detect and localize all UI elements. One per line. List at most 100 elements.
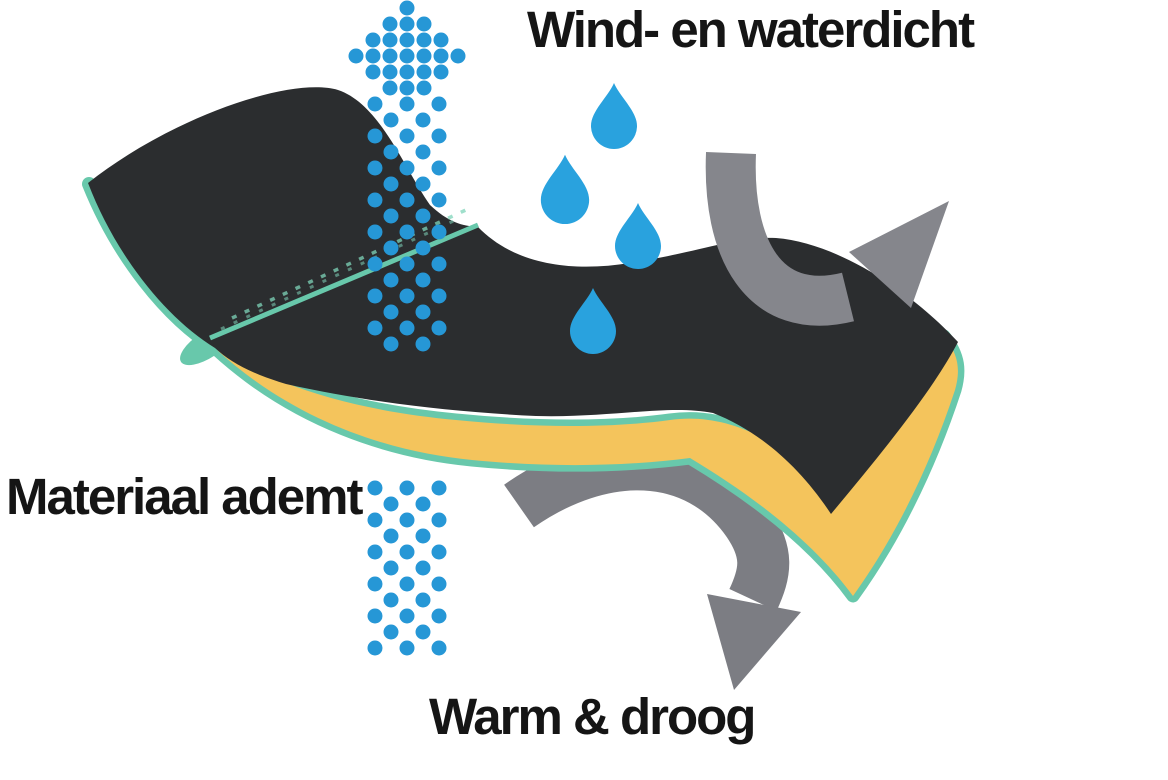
breath-dot: [383, 336, 399, 352]
label-windproof: Wind- en waterdicht: [527, 1, 975, 58]
breath-dot: [431, 256, 447, 272]
stitch-line-1: [231, 207, 469, 320]
warmth-arrow-head: [707, 594, 801, 690]
breath-dot: [399, 512, 415, 528]
breath-dot: [416, 64, 432, 80]
breath-dot: [382, 80, 398, 96]
water-drops-icon: [540, 83, 661, 354]
breath-dot: [415, 272, 431, 288]
breath-dot: [415, 304, 431, 320]
breath-dot: [415, 496, 431, 512]
breath-dot: [367, 480, 383, 496]
breath-dot: [431, 224, 447, 240]
breath-dot: [399, 256, 415, 272]
breath-dot: [367, 96, 383, 112]
breath-dot: [383, 208, 399, 224]
breath-dot: [431, 160, 447, 176]
breath-dot: [367, 192, 383, 208]
breath-dot: [383, 304, 399, 320]
breath-dot: [415, 144, 431, 160]
breath-dot: [383, 240, 399, 256]
breath-dot: [416, 80, 432, 96]
breath-dot: [399, 80, 415, 96]
outer-fabric-layer: [88, 87, 958, 514]
breath-dot: [367, 512, 383, 528]
breath-dot: [415, 112, 431, 128]
breath-dot: [416, 16, 432, 32]
breath-dot: [399, 32, 415, 48]
breath-dot: [383, 560, 399, 576]
breath-dot: [399, 288, 415, 304]
breath-dot: [367, 256, 383, 272]
breath-dot: [433, 48, 449, 64]
breath-dot: [399, 224, 415, 240]
breath-dot: [367, 640, 383, 656]
breath-dot: [365, 48, 381, 64]
breath-dot: [382, 16, 398, 32]
breath-dot: [415, 528, 431, 544]
breath-dot: [415, 560, 431, 576]
breath-dot: [431, 288, 447, 304]
water-drop-icon: [591, 83, 637, 149]
breath-dot: [433, 64, 449, 80]
breath-dot: [431, 128, 447, 144]
breath-dot: [399, 0, 415, 16]
breath-dot: [415, 592, 431, 608]
warmth-arrow-icon: [504, 438, 801, 690]
breath-dot: [367, 320, 383, 336]
breath-dot: [383, 592, 399, 608]
breath-dot: [399, 480, 415, 496]
breath-dot: [367, 160, 383, 176]
breath-dots-lower-icon: [367, 480, 447, 656]
breath-dot: [383, 496, 399, 512]
breath-dot: [431, 96, 447, 112]
breath-dot: [383, 272, 399, 288]
breath-dot: [383, 112, 399, 128]
breath-dot: [382, 48, 398, 64]
breath-dot: [367, 288, 383, 304]
breath-dot: [399, 320, 415, 336]
water-drop-icon: [570, 288, 616, 354]
breath-dot: [399, 608, 415, 624]
water-drop-icon: [615, 203, 661, 269]
stitch-line-2: [220, 216, 461, 331]
breath-dot: [399, 576, 415, 592]
breath-dot: [415, 208, 431, 224]
breath-dot: [383, 144, 399, 160]
label-breathable: Materiaal ademt: [6, 468, 363, 525]
breath-dot: [399, 64, 415, 80]
warmth-arrow-shaft: [504, 438, 790, 611]
breath-dot: [383, 624, 399, 640]
breath-dot: [431, 640, 447, 656]
breath-dot: [383, 176, 399, 192]
fabric-layers: [82, 87, 965, 603]
breath-dot: [431, 192, 447, 208]
breath-dot: [431, 608, 447, 624]
breath-arrow-up-icon: [348, 0, 466, 352]
seam-line: [209, 222, 479, 341]
breath-dot: [399, 192, 415, 208]
breath-dot: [431, 576, 447, 592]
breath-dot: [433, 32, 449, 48]
breath-dot: [415, 336, 431, 352]
breath-dot: [348, 48, 364, 64]
label-warm-dry: Warm & droog: [429, 688, 756, 745]
breath-dot: [431, 320, 447, 336]
breath-dot: [365, 64, 381, 80]
water-drop-icon: [540, 154, 590, 225]
wind-arrow-head: [849, 201, 949, 308]
breath-dot: [431, 512, 447, 528]
breath-dot: [399, 16, 415, 32]
breath-dot: [367, 128, 383, 144]
breath-dot: [431, 480, 447, 496]
wind-arrow-icon: [705, 151, 949, 326]
breath-dot: [399, 48, 415, 64]
wind-arrow-shaft: [705, 151, 854, 326]
breath-dot: [399, 160, 415, 176]
breath-dot: [431, 544, 447, 560]
breath-dot: [415, 176, 431, 192]
breath-dot: [415, 240, 431, 256]
breath-dot: [450, 48, 466, 64]
